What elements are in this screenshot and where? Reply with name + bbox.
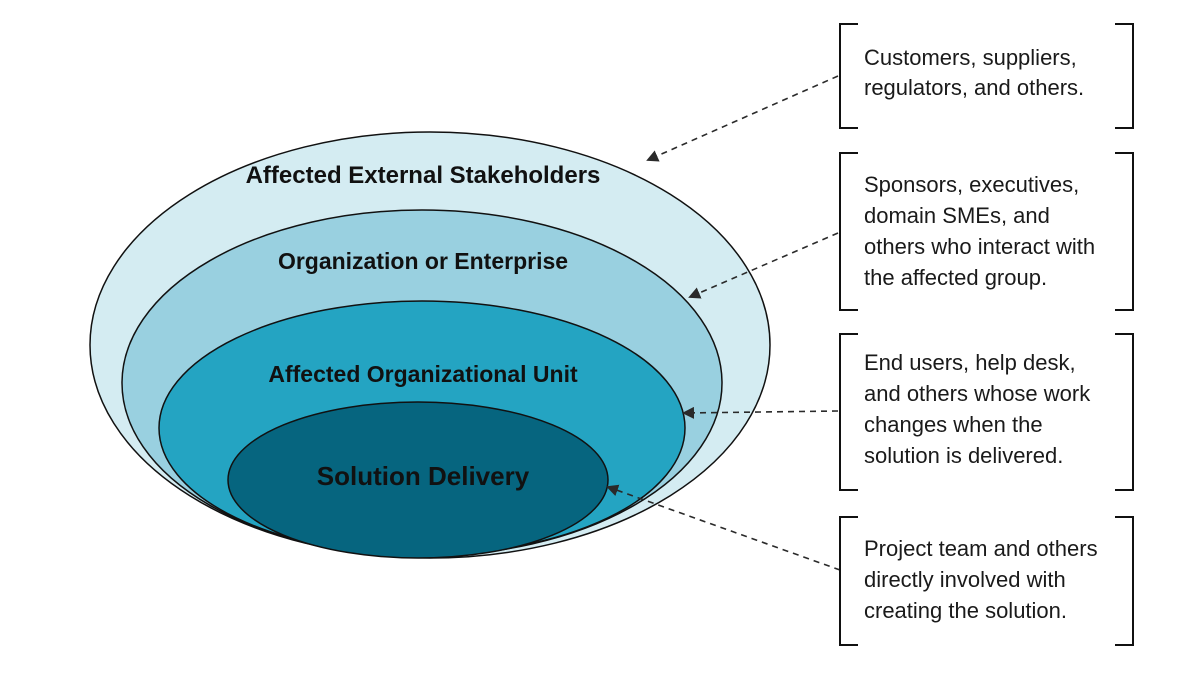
note-bracket-right xyxy=(1115,152,1134,311)
note-bracket-right xyxy=(1115,516,1134,646)
ring-delivery xyxy=(227,401,609,559)
note-box-delivery: Project team and others directly involve… xyxy=(839,516,1134,646)
note-text-enterprise: Sponsors, executives, domain SMEs, and o… xyxy=(864,172,1101,290)
note-line: solution is delivered. xyxy=(864,443,1063,468)
note-bracket-right xyxy=(1115,23,1134,129)
note-bracket-left xyxy=(839,23,858,129)
ring-label-external: Affected External Stakeholders xyxy=(246,162,601,189)
note-line: End users, help desk, xyxy=(864,350,1076,375)
ring-labels-group: Affected External Stakeholders Organizat… xyxy=(246,162,601,491)
note-bracket-right xyxy=(1115,333,1134,491)
arrow-external xyxy=(646,75,839,162)
arrow-unit xyxy=(682,406,839,419)
note-line: creating the solution. xyxy=(864,598,1067,623)
note-line: changes when the xyxy=(864,412,1043,437)
arrow-enterprise xyxy=(688,232,839,299)
note-line: directly involved with xyxy=(864,567,1066,592)
note-box-enterprise: Sponsors, executives, domain SMEs, and o… xyxy=(839,152,1134,311)
note-line: regulators, and others. xyxy=(864,75,1084,100)
ring-label-delivery: Solution Delivery xyxy=(317,461,530,491)
note-bracket-left xyxy=(839,333,858,491)
note-box-unit: End users, help desk, and others whose w… xyxy=(839,333,1134,491)
arrow-delivery xyxy=(606,484,841,571)
note-text-unit: End users, help desk, and others whose w… xyxy=(864,350,1096,468)
note-line: the affected group. xyxy=(864,265,1047,290)
note-line: Customers, suppliers, xyxy=(864,45,1077,70)
note-bracket-left xyxy=(839,516,858,646)
note-line: domain SMEs, and xyxy=(864,203,1050,228)
ring-label-enterprise: Organization or Enterprise xyxy=(278,248,568,274)
note-line: Project team and others xyxy=(864,536,1098,561)
arrows-group xyxy=(606,75,841,571)
ring-label-unit: Affected Organizational Unit xyxy=(268,361,578,387)
note-box-external: Customers, suppliers, regulators, and ot… xyxy=(839,23,1134,129)
note-line: Sponsors, executives, xyxy=(864,172,1079,197)
note-line: and others whose work xyxy=(864,381,1091,406)
rings-group xyxy=(89,131,771,559)
note-bracket-left xyxy=(839,152,858,311)
note-text-external: Customers, suppliers, regulators, and ot… xyxy=(864,45,1084,100)
note-text-delivery: Project team and others directly involve… xyxy=(864,536,1104,623)
note-line: others who interact with xyxy=(864,234,1095,259)
